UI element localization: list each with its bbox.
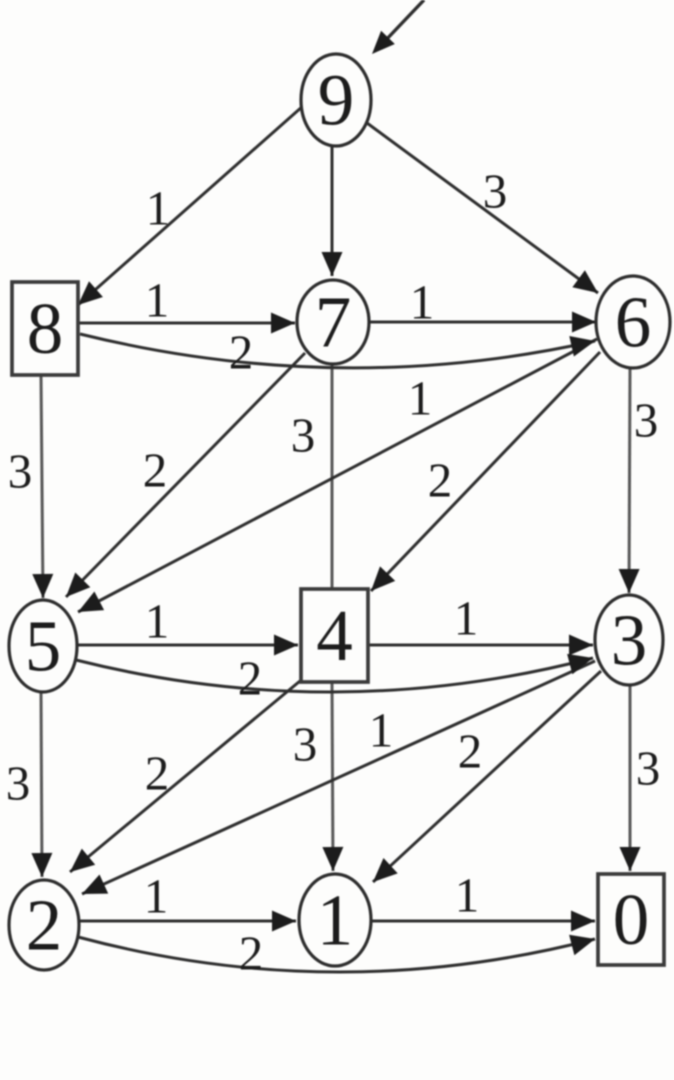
svg-text:2: 2 xyxy=(428,453,453,508)
svg-text:3: 3 xyxy=(293,717,318,772)
svg-text:1: 1 xyxy=(408,371,433,426)
svg-text:5: 5 xyxy=(25,606,62,687)
svg-text:9: 9 xyxy=(318,60,355,141)
svg-text:2: 2 xyxy=(143,443,168,498)
svg-text:8: 8 xyxy=(27,288,64,369)
svg-text:1: 1 xyxy=(369,703,394,758)
svg-text:4: 4 xyxy=(316,595,353,676)
svg-text:3: 3 xyxy=(636,741,661,796)
svg-text:0: 0 xyxy=(613,879,650,960)
svg-text:2: 2 xyxy=(145,746,170,801)
svg-text:1: 1 xyxy=(146,181,171,236)
svg-text:2: 2 xyxy=(229,325,254,380)
svg-text:1: 1 xyxy=(410,275,435,330)
svg-text:1: 1 xyxy=(145,594,170,649)
svg-text:3: 3 xyxy=(8,444,33,499)
svg-text:3: 3 xyxy=(6,756,31,811)
svg-text:3: 3 xyxy=(611,600,648,681)
svg-text:2: 2 xyxy=(239,926,264,981)
svg-text:2: 2 xyxy=(238,651,263,706)
svg-text:6: 6 xyxy=(615,282,652,363)
svg-text:1: 1 xyxy=(145,273,170,328)
svg-text:2: 2 xyxy=(26,885,63,966)
svg-text:3: 3 xyxy=(483,164,508,219)
svg-text:2: 2 xyxy=(458,724,483,779)
svg-text:3: 3 xyxy=(291,408,316,463)
svg-text:1: 1 xyxy=(144,869,169,924)
svg-text:7: 7 xyxy=(315,282,352,363)
svg-text:1: 1 xyxy=(455,868,480,923)
svg-text:3: 3 xyxy=(634,393,659,448)
svg-text:1: 1 xyxy=(454,591,479,646)
svg-text:1: 1 xyxy=(317,880,354,961)
